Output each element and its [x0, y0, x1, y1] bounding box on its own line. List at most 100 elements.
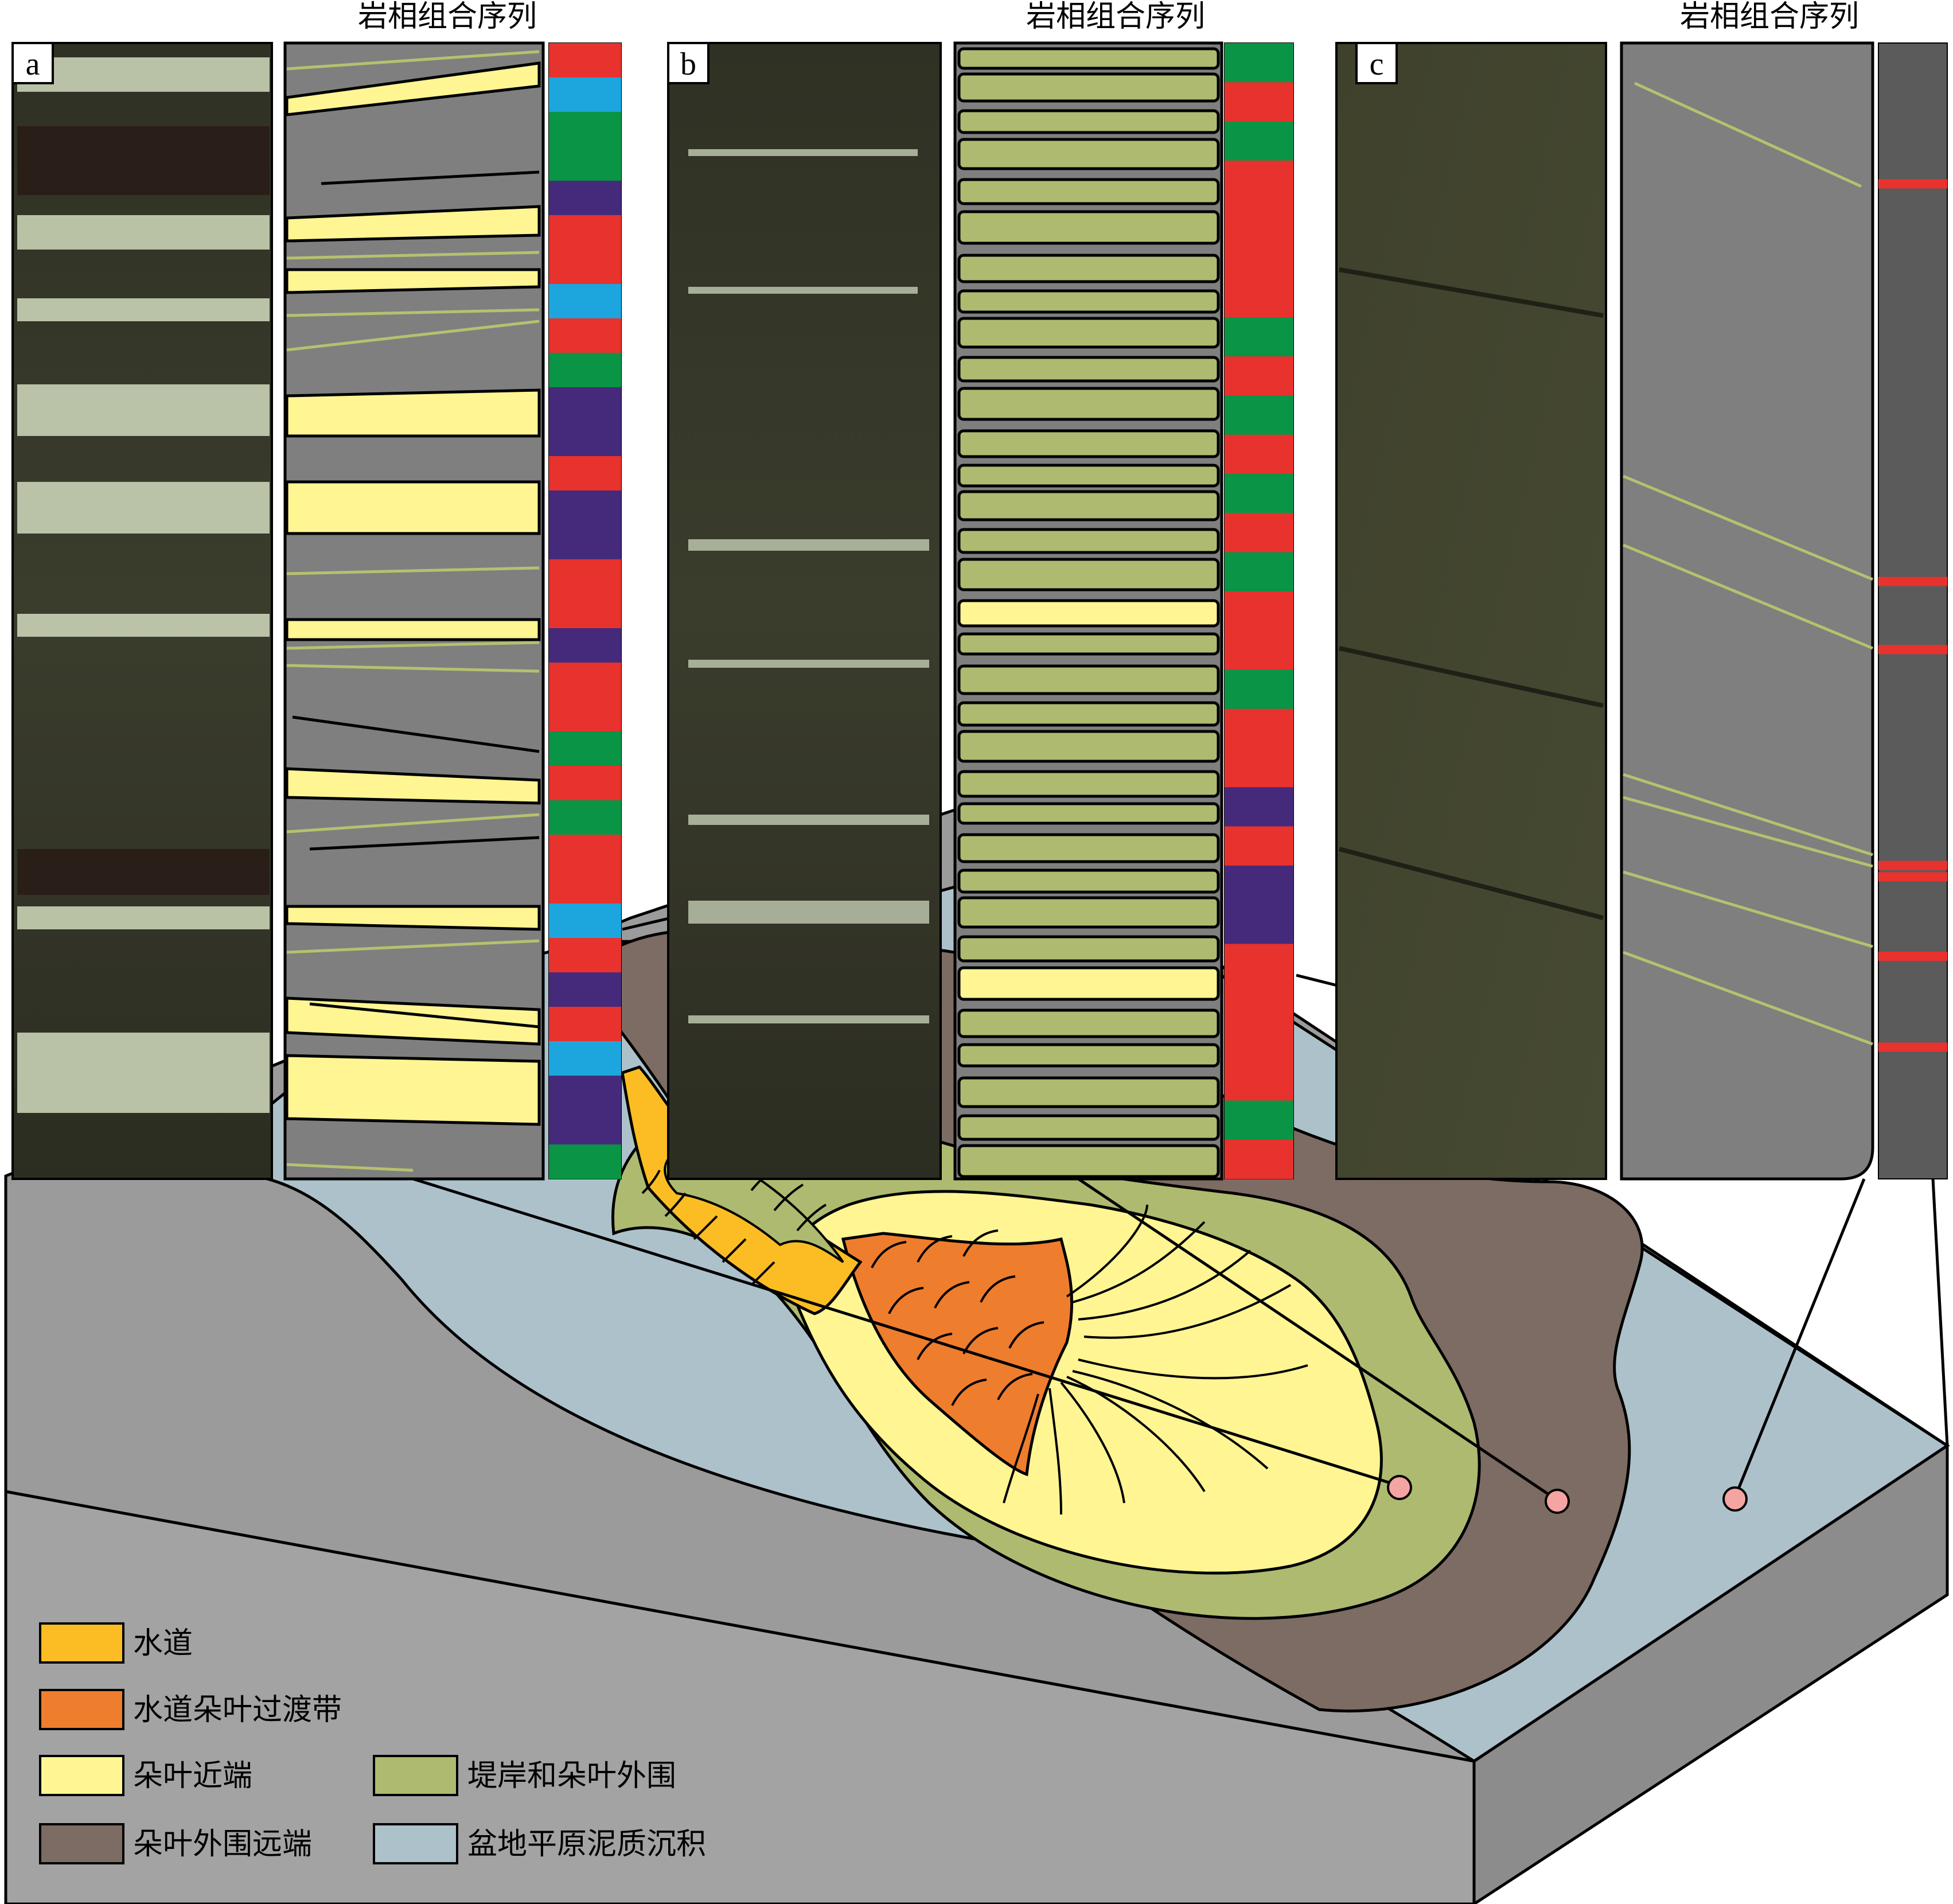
well-b-pin[interactable]	[1545, 1489, 1570, 1514]
ribbon-segment	[549, 904, 621, 939]
ribbon-segment	[549, 456, 621, 491]
well-pins	[412, 916, 1949, 1514]
ribbon-segment	[1225, 983, 1293, 1023]
ribbon-segment	[549, 43, 621, 78]
ribbon-segment	[549, 422, 621, 457]
facies-column-a-scours	[292, 170, 540, 1029]
panel-a: a	[11, 41, 622, 1181]
ribbon-segment	[1225, 121, 1293, 161]
levee-bed	[957, 869, 1220, 894]
ribbon-segment	[549, 731, 621, 766]
panel-a-label: a	[26, 46, 40, 82]
legend-swatch-basin-plain	[373, 1823, 458, 1864]
levee-bed	[957, 387, 1220, 421]
ribbon-segment	[549, 181, 621, 216]
core-photo-c	[1335, 42, 1607, 1180]
panel-b-title: 岩相组合序列	[1026, 0, 1205, 34]
ribbon-segment	[549, 77, 621, 112]
legend-swatch-levee-fringe	[373, 1755, 458, 1796]
levee-bed	[957, 833, 1220, 863]
ribbon-segment	[549, 146, 621, 181]
ribbon-segment	[549, 1041, 621, 1076]
ribbon-segment	[549, 215, 621, 250]
ribbon-segment	[549, 800, 621, 835]
well-a-pin[interactable]	[1387, 1475, 1412, 1500]
levee-bed	[957, 664, 1220, 695]
legend-label-transition: 水道朵叶过渡带	[133, 1693, 342, 1727]
ribbon-segment	[1225, 1139, 1293, 1179]
levee-bed	[957, 701, 1220, 727]
levee-bed	[957, 210, 1220, 245]
ribbon-segment	[549, 112, 621, 147]
levee-bed	[957, 138, 1220, 170]
ribbon-segment	[549, 869, 621, 904]
levee-bed	[957, 178, 1220, 205]
ribbon-segment	[549, 353, 621, 388]
panel-c-badge	[1355, 42, 1398, 84]
levee-bed	[957, 1114, 1220, 1141]
levee-bed	[957, 558, 1220, 591]
core-photo-a	[11, 42, 273, 1180]
ribbon-segment	[549, 559, 621, 594]
ribbon-segment	[1225, 474, 1293, 513]
ribbon-segment	[549, 250, 621, 285]
ribbon-segment	[1225, 82, 1293, 122]
legend-swatch-channel	[39, 1622, 124, 1664]
levee-bed	[957, 632, 1220, 656]
levee-bed	[957, 356, 1220, 383]
levee-bed	[957, 802, 1220, 825]
ribbon-segment	[1225, 1100, 1293, 1140]
facies-column-c	[1620, 41, 1874, 1181]
ribbon-segment	[1225, 865, 1293, 905]
ribbon-segment	[549, 1110, 621, 1145]
levee-bed	[957, 1076, 1220, 1108]
ribbon-segment	[549, 318, 621, 353]
facies-column-c-laminae	[1623, 81, 1873, 1046]
levee-bed	[957, 528, 1220, 554]
ribbon-segment	[1225, 630, 1293, 670]
facies-ribbon-c	[1878, 42, 1948, 1179]
levee-bed	[957, 599, 1220, 628]
core-photo-b	[667, 42, 942, 1180]
ribbon-segment	[1225, 395, 1293, 435]
ribbon-segment	[549, 1144, 621, 1179]
well-c-pin[interactable]	[1722, 1486, 1748, 1512]
ribbon-mark	[1878, 577, 1947, 586]
ribbon-segment	[1225, 43, 1293, 83]
ribbon-segment	[549, 835, 621, 870]
levee-bed	[957, 109, 1220, 134]
levee-bed	[957, 464, 1220, 488]
ribbon-segment	[1225, 905, 1293, 944]
ribbon-segment	[549, 525, 621, 560]
legend-swatch-proximal-lobe	[39, 1755, 124, 1796]
lobe-distributary-lines	[1003, 1204, 1308, 1515]
panel-c-label: c	[1370, 46, 1384, 82]
ribbon-mark	[1878, 1042, 1947, 1052]
ribbon-segment	[1225, 552, 1293, 592]
ribbon-segment	[549, 938, 621, 973]
ribbon-mark	[1878, 645, 1947, 655]
ribbon-segment	[549, 490, 621, 525]
levee-bed	[957, 935, 1220, 963]
ribbon-segment	[1225, 278, 1293, 318]
ribbon-segment	[1225, 591, 1293, 631]
levee-bed	[957, 730, 1220, 763]
legend-swatch-transition	[39, 1689, 124, 1730]
ribbon-segment	[549, 663, 621, 698]
panel-a-title: 岩相组合序列	[358, 0, 537, 34]
panel-c: c	[1335, 41, 1948, 1181]
legend-label-basin-plain: 盆地平原泥质沉积	[467, 1827, 706, 1862]
ribbon-segment	[1225, 944, 1293, 984]
ribbon-segment	[1225, 826, 1293, 866]
legend-swatch-distal-fringe	[39, 1823, 124, 1864]
facies-column-a-laminae	[286, 50, 540, 1172]
levee-bed	[957, 72, 1220, 103]
ribbon-segment	[1225, 434, 1293, 474]
transition-zone-area	[841, 1232, 1074, 1477]
ribbon-segment	[1225, 669, 1293, 710]
ribbon-segment	[1225, 160, 1293, 200]
ribbon-mark	[1878, 861, 1947, 870]
facies-column-b-beds	[957, 47, 1220, 1178]
ribbon-segment	[549, 972, 621, 1007]
